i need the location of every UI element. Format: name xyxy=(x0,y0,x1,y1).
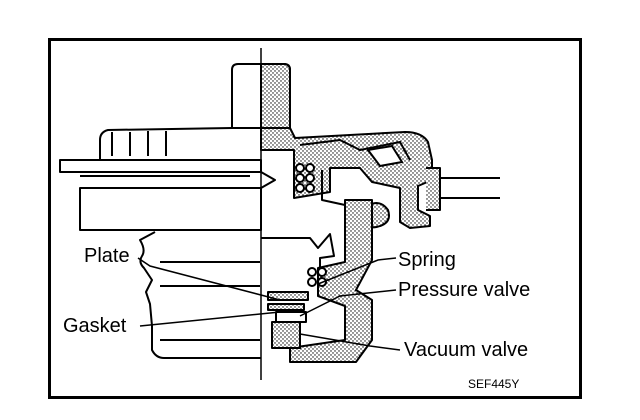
label-plate: Plate xyxy=(84,245,130,267)
overflow-tube xyxy=(432,177,500,199)
cap-flange xyxy=(59,159,262,173)
cap-top-knob-section xyxy=(260,63,291,129)
vacuum-valve xyxy=(271,321,301,349)
label-gasket: Gasket xyxy=(63,315,127,337)
gasket xyxy=(267,303,305,311)
plate xyxy=(267,291,309,301)
leader-plate xyxy=(137,257,281,301)
label-pressure-valve: Pressure valve xyxy=(398,279,531,301)
neck-section xyxy=(289,199,373,363)
label-vacuum-valve: Vacuum valve xyxy=(404,339,529,361)
figure-code: SEF445Y xyxy=(468,377,520,391)
label-spring: Spring xyxy=(398,249,456,271)
neck-exterior xyxy=(139,231,261,359)
leader-gasket xyxy=(139,311,281,327)
leader-pressure-valve xyxy=(299,289,397,317)
leader-vacuum-valve xyxy=(299,333,401,351)
leader-spring xyxy=(317,257,397,285)
lower-spring-coils xyxy=(307,267,327,287)
pressure-valve xyxy=(275,311,307,323)
cap-crown xyxy=(99,127,261,160)
upper-spring-coils xyxy=(295,163,315,193)
